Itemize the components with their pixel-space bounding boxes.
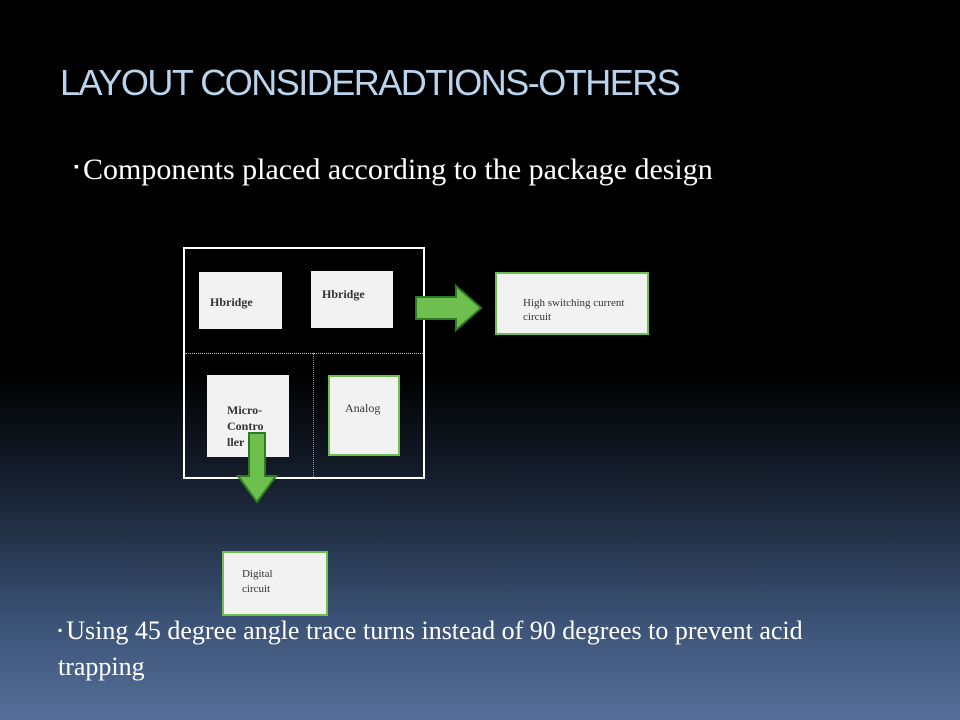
bullet-marker: ▪ <box>58 623 63 638</box>
bullet-item: ▪Components placed according to the pack… <box>74 153 713 187</box>
high-switching-label: High switching current circuit <box>523 297 625 323</box>
bullet-marker: ▪ <box>74 160 79 176</box>
microcontroller-label: Micro-Contro ller <box>227 403 264 449</box>
digital-box: Digital circuit <box>222 551 328 616</box>
slide-title: LAYOUT CONSIDERADTIONS-OTHERS <box>60 62 681 103</box>
digital-label: Digital circuit <box>242 568 273 595</box>
bullet-item: ▪Using 45 degree angle trace turns inste… <box>58 614 858 684</box>
down-arrow-icon <box>236 432 278 504</box>
analog-box: Analog <box>328 375 400 456</box>
vertical-divider <box>313 353 314 477</box>
analog-label: Analog <box>345 401 381 415</box>
hbridge-right-label: Hbridge <box>322 287 365 301</box>
hbridge-left-label: Hbridge <box>210 295 253 309</box>
bullet-text: Components placed according to the packa… <box>82 153 713 186</box>
right-arrow-icon <box>415 284 483 332</box>
hbridge-right-box: Hbridge <box>311 271 393 328</box>
board-outline <box>183 247 425 479</box>
high-switching-box: High switching current circuit <box>495 272 649 335</box>
hbridge-left-box: Hbridge <box>199 272 282 329</box>
bullet-text: Using 45 degree angle trace turns instea… <box>58 616 803 682</box>
horizontal-divider <box>185 353 423 354</box>
